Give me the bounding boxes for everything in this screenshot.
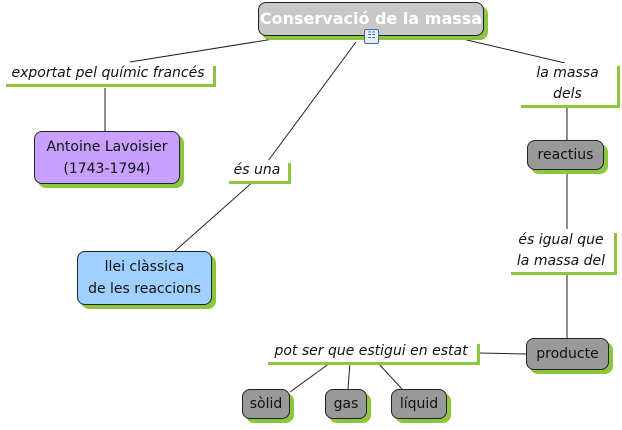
concept-text: reactius — [537, 147, 594, 163]
phrase-es-igual[interactable]: és igual que la massa del — [508, 230, 614, 272]
link-producte-pot-ser — [478, 352, 527, 355]
link-title-es-una — [267, 41, 357, 162]
phrase-line: és igual que — [518, 232, 604, 248]
phrase-la-massa-dels[interactable]: la massa dels — [518, 63, 617, 105]
concept-text: líquid — [399, 396, 439, 412]
concept-line: (1743-1794) — [63, 160, 151, 177]
phrase-text: exportat pel químic francés — [11, 65, 205, 81]
concept-gas[interactable]: gas — [325, 389, 367, 419]
nested-map-icon[interactable]: ☷ — [364, 29, 379, 44]
phrase-pot-ser[interactable]: pot ser que estigui en estat — [265, 341, 477, 362]
link-pot-ser-solid — [289, 362, 331, 393]
concept-reactius[interactable]: reactius — [527, 140, 604, 170]
phrase-text: la massa dels — [536, 65, 599, 102]
title-text: Conservació de la massa — [259, 9, 483, 28]
concept-text: sòlid — [249, 396, 283, 412]
concept-producte[interactable]: producte — [526, 338, 609, 370]
phrase-line: la massa del — [516, 253, 606, 269]
concept-liquid[interactable]: líquid — [391, 389, 447, 419]
concept-line: Antoine Lavoisier — [46, 138, 168, 155]
concept-text: producte — [536, 346, 599, 362]
link-pot-ser-liquid — [377, 362, 403, 390]
phrase-exportat[interactable]: exportat pel químic francés — [3, 63, 213, 84]
link-title-exportat — [129, 35, 293, 63]
phrase-text: pot ser que estigui en estat — [274, 343, 468, 359]
concept-line: llei clàssica — [104, 259, 185, 275]
phrase-text: és una — [233, 162, 281, 178]
phrase-es-una[interactable]: és una — [226, 160, 288, 181]
link-title-la-massa-dels — [449, 35, 566, 64]
concept-lavoisier[interactable]: Antoine Lavoisier (1743-1794) — [34, 131, 180, 184]
concept-llei[interactable]: llei clàssica de les reaccions — [77, 251, 212, 305]
link-pot-ser-gas — [347, 362, 351, 390]
concept-text: gas — [333, 396, 359, 412]
concept-line: de les reaccions — [88, 281, 201, 297]
concept-solid[interactable]: sòlid — [242, 389, 290, 419]
link-es-una-llei — [174, 179, 256, 252]
